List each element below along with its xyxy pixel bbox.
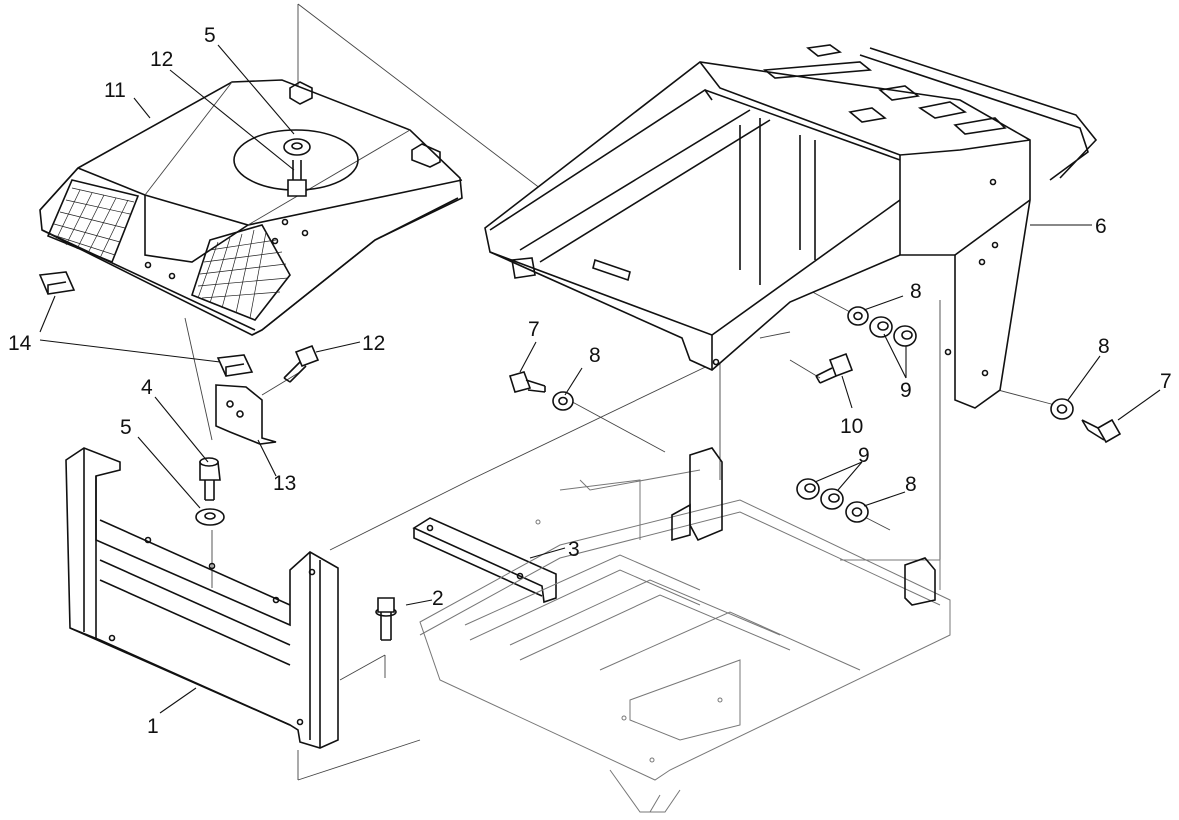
part-13-bracket bbox=[215, 384, 277, 445]
right-grille-mesh bbox=[197, 229, 289, 319]
callout-5-lower: 5 bbox=[120, 416, 132, 439]
part-8-washer-a bbox=[552, 391, 574, 411]
part-4-bolt bbox=[199, 457, 221, 501]
part-14-clip-right bbox=[216, 354, 254, 377]
callout-14: 14 bbox=[8, 332, 32, 355]
callout-7-left: 7 bbox=[528, 318, 540, 341]
part-8-washer-d bbox=[1050, 398, 1074, 420]
part-12-bolt-lower bbox=[283, 344, 320, 383]
part-1-front-frame bbox=[65, 447, 339, 749]
callout-9-lower: 9 bbox=[858, 444, 870, 467]
leader-lines bbox=[39, 44, 1161, 714]
callout-6: 6 bbox=[1095, 215, 1107, 238]
part-9-nut-upper-b bbox=[893, 325, 917, 347]
part-12-bolt-upper bbox=[287, 160, 307, 197]
part-10-bolt bbox=[815, 352, 854, 384]
base-frame bbox=[419, 447, 951, 813]
callout-7-right: 7 bbox=[1160, 370, 1172, 393]
part-7-bolt-right bbox=[1081, 418, 1122, 444]
part-7-bolt-left bbox=[508, 371, 546, 393]
part-9-nut-lower-b bbox=[820, 488, 844, 510]
part-3-strap bbox=[412, 517, 557, 604]
part-2-flange-bolt bbox=[375, 597, 397, 641]
part-11-hood-cover bbox=[39, 79, 463, 336]
callout-3: 3 bbox=[568, 538, 580, 561]
part-5-washer-lower bbox=[195, 508, 225, 526]
part-9-nut-upper-a bbox=[869, 316, 893, 338]
callout-labels: 1 2 3 4 5 5 6 7 7 8 8 8 8 9 9 10 11 12 1… bbox=[8, 24, 1172, 738]
callout-8-a: 8 bbox=[589, 344, 601, 367]
callout-1: 1 bbox=[147, 715, 159, 738]
callout-10: 10 bbox=[840, 415, 863, 438]
part-8-washer-b bbox=[847, 306, 869, 326]
callout-5-upper: 5 bbox=[204, 24, 216, 47]
callout-13: 13 bbox=[273, 472, 296, 495]
callout-12-upper: 12 bbox=[150, 48, 173, 71]
callout-12-lower: 12 bbox=[362, 332, 385, 355]
callout-11: 11 bbox=[104, 79, 126, 102]
part-5-washer-upper bbox=[283, 138, 311, 156]
part-6-upper-frame bbox=[484, 44, 1098, 409]
part-14-clip-left bbox=[38, 271, 76, 295]
callout-8-b: 8 bbox=[910, 280, 922, 303]
callout-9-upper: 9 bbox=[900, 379, 912, 402]
callout-8-d: 8 bbox=[905, 473, 917, 496]
part-8-washer-c bbox=[845, 501, 869, 523]
left-grille-mesh bbox=[49, 187, 135, 259]
callout-8-c: 8 bbox=[1098, 335, 1110, 358]
callout-4: 4 bbox=[141, 376, 153, 399]
callout-2: 2 bbox=[432, 587, 444, 610]
part-9-nut-lower-a bbox=[796, 478, 820, 500]
